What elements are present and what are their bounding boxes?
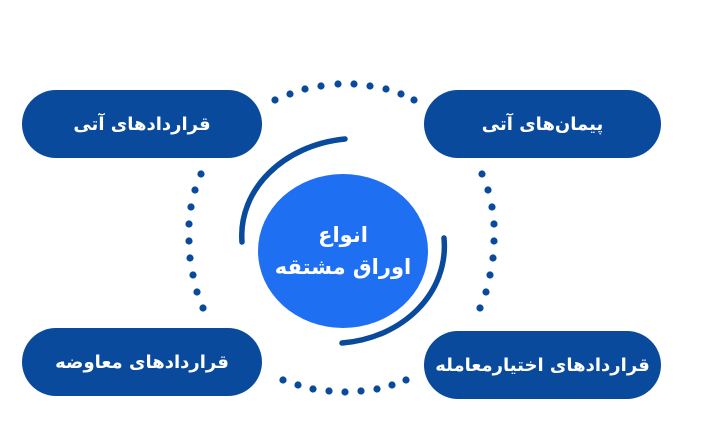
dotted-arc-top [271,80,418,104]
item-label: قراردادهای معاوضه [55,351,229,373]
solid-arc-lower-right [339,235,448,346]
item-forward-contracts: پیمان‌های آتی [424,90,661,158]
item-label: پیمان‌های آتی [481,113,604,135]
center-title-line2: اوراق مشتقه [274,255,412,279]
item-label: قراردادهای آتی [73,113,211,135]
item-futures-contracts: قراردادهای آتی [22,90,262,158]
center-title-line1: انواع [318,223,368,247]
dotted-arc-bottom [279,376,410,396]
item-label: قراردادهای اختیارمعامله [435,354,650,376]
center-circle: انواع اوراق مشتقه [258,174,428,328]
dotted-arc-left [185,170,207,312]
solid-arc-upper-left [239,136,348,245]
dotted-arc-right [476,170,498,312]
item-swap-contracts: قراردادهای معاوضه [22,328,262,396]
item-option-contracts: قراردادهای اختیارمعامله [424,331,661,399]
